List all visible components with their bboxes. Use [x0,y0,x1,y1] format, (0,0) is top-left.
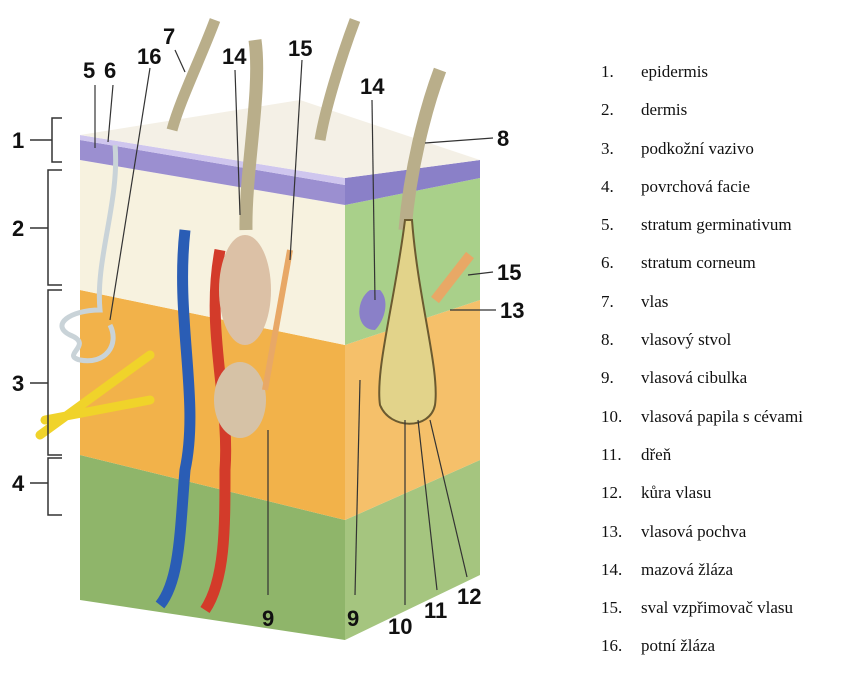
legend-label: vlasový stvol [641,328,731,366]
legend-label: podkožní vazivo [641,137,754,175]
legend-number: 13. [601,520,641,558]
hair-background-1 [172,20,215,130]
legend-item: 2.dermis [601,98,846,136]
legend-label: vlasová cibulka [641,366,747,404]
legend-number: 4. [601,175,641,213]
callout-14a: 14 [222,44,247,69]
skin-block-front [80,135,345,640]
legend-number: 8. [601,328,641,366]
legend-item: 6.stratum corneum [601,251,846,289]
hair-bulb-left [214,362,266,438]
legend-number: 3. [601,137,641,175]
leader-8 [425,138,493,143]
legend-number: 1. [601,60,641,98]
legend-label: vlasová papila s cévami [641,405,803,443]
bracket-epidermis [52,118,62,162]
leader-7 [175,50,185,72]
legend-number: 15. [601,596,641,634]
legend-item: 15.sval vzpřimovač vlasu [601,596,846,634]
legend-item: 5.stratum germinativum [601,213,846,251]
legend-item: 12.kůra vlasu [601,481,846,519]
legend-item: 11.dřeň [601,443,846,481]
callout-1: 1 [12,128,24,153]
legend-number: 9. [601,366,641,404]
callout-11: 11 [424,598,447,623]
callout-2: 2 [12,216,24,241]
legend-item: 4.povrchová facie [601,175,846,213]
legend-label: vlas [641,290,668,328]
legend-item: 7.vlas [601,290,846,328]
legend-item: 9.vlasová cibulka [601,366,846,404]
callout-5: 5 [83,58,95,83]
callout-4: 4 [12,471,25,496]
legend-number: 14. [601,558,641,596]
legend-label: vlasová pochva [641,520,746,558]
callout-12: 12 [457,584,481,609]
sebaceous-gland-left [219,235,271,345]
callout-16: 16 [137,44,161,69]
legend-label: stratum corneum [641,251,756,289]
legend-number: 10. [601,405,641,443]
legend-list: 1.epidermis 2.dermis 3.podkožní vazivo 4… [601,60,846,673]
callout-7: 7 [163,24,175,49]
legend-number: 5. [601,213,641,251]
callout-14b: 14 [360,74,385,99]
legend-label: dermis [641,98,687,136]
legend-item: 1.epidermis [601,60,846,98]
callout-9a: 9 [262,606,274,631]
callout-15b: 15 [497,260,521,285]
legend-number: 7. [601,290,641,328]
legend-label: potní žláza [641,634,715,672]
bracket-fascia [48,458,62,515]
layer-brackets [30,118,62,515]
legend-item: 10.vlasová papila s cévami [601,405,846,443]
bracket-dermis [48,170,62,285]
legend-label: epidermis [641,60,708,98]
legend-label: stratum germinativum [641,213,792,251]
callout-13: 13 [500,298,524,323]
legend-item: 14.mazová žláza [601,558,846,596]
legend-label: povrchová facie [641,175,750,213]
callout-6: 6 [104,58,116,83]
legend-item: 8.vlasový stvol [601,328,846,366]
skin-cross-section-diagram: 1 2 3 4 5 6 7 8 9 9 10 11 12 13 14 14 15… [0,0,560,659]
legend-number: 12. [601,481,641,519]
legend-item: 16.potní žláza [601,634,846,672]
callout-8: 8 [497,126,509,151]
legend-number: 16. [601,634,641,672]
legend-number: 6. [601,251,641,289]
legend-label: dřeň [641,443,671,481]
callout-15a: 15 [288,36,312,61]
legend-label: sval vzpřimovač vlasu [641,596,793,634]
callout-9b: 9 [347,606,359,631]
legend-number: 11. [601,443,641,481]
legend-item: 3.podkožní vazivo [601,137,846,175]
legend-number: 2. [601,98,641,136]
legend-label: kůra vlasu [641,481,711,519]
legend-item: 13.vlasová pochva [601,520,846,558]
callout-10: 10 [388,614,412,639]
legend-label: mazová žláza [641,558,733,596]
callout-3: 3 [12,371,24,396]
